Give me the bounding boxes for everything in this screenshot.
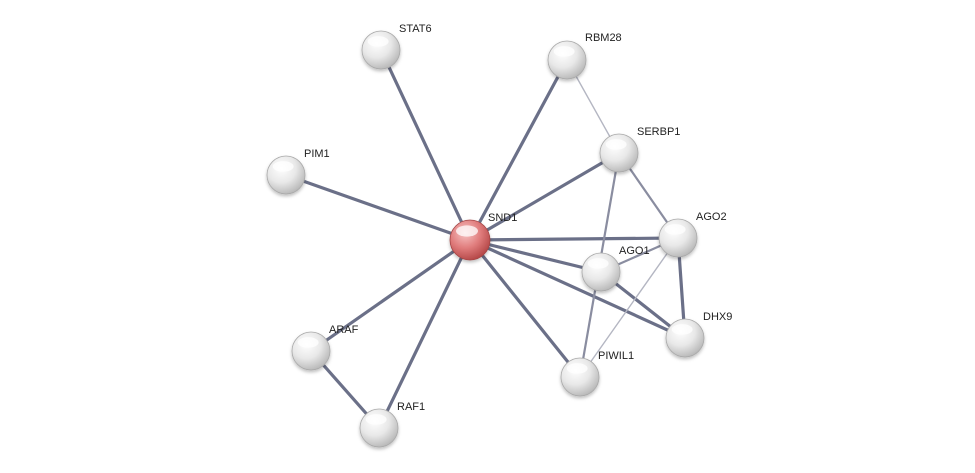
- node-label-raf1: RAF1: [397, 401, 425, 413]
- node-snd1[interactable]: SND1: [449, 212, 517, 261]
- node-serbp1[interactable]: SERBP1: [599, 126, 680, 173]
- node-ago1[interactable]: AGO1: [581, 245, 650, 292]
- edge-snd1-pim1[interactable]: [284, 173, 472, 242]
- node-label-stat6: STAT6: [399, 23, 432, 35]
- node-piwil1[interactable]: PIWIL1: [560, 350, 634, 397]
- edge-ago2-piwil1[interactable]: [579, 237, 679, 378]
- node-araf[interactable]: ARAF: [291, 324, 359, 371]
- node-dhx9[interactable]: DHX9: [665, 311, 732, 358]
- edge-snd1-ago1[interactable]: [468, 238, 603, 274]
- node-highlight: [365, 414, 387, 425]
- edge-snd1-serbp1[interactable]: [468, 151, 621, 242]
- node-pim1[interactable]: PIM1: [266, 148, 330, 195]
- node-highlight: [367, 36, 389, 47]
- node-label-araf: ARAF: [329, 324, 359, 336]
- node-highlight: [566, 363, 588, 374]
- node-ago2[interactable]: AGO2: [658, 211, 727, 258]
- edge-snd1-dhx9[interactable]: [468, 238, 687, 340]
- node-highlight: [605, 139, 627, 150]
- node-label-snd1: SND1: [488, 212, 517, 224]
- node-highlight: [297, 337, 319, 348]
- node-label-ago1: AGO1: [619, 245, 650, 257]
- node-rbm28[interactable]: RBM28: [547, 32, 622, 80]
- edge-snd1-ago2[interactable]: [468, 236, 680, 242]
- node-highlight: [272, 161, 294, 172]
- edge-snd1-araf[interactable]: [309, 238, 472, 353]
- node-label-ago2: AGO2: [696, 211, 727, 223]
- edge-snd1-rbm28[interactable]: [468, 58, 569, 242]
- node-stat6[interactable]: STAT6: [361, 23, 432, 70]
- node-label-serbp1: SERBP1: [637, 126, 680, 138]
- node-highlight: [553, 46, 575, 57]
- node-label-rbm28: RBM28: [585, 32, 622, 44]
- node-raf1[interactable]: RAF1: [359, 401, 425, 448]
- node-highlight: [587, 258, 609, 269]
- node-highlight: [456, 225, 478, 237]
- node-highlight: [671, 324, 693, 335]
- edge-snd1-raf1[interactable]: [377, 238, 472, 430]
- node-highlight: [664, 224, 686, 235]
- node-label-pim1: PIM1: [304, 148, 330, 160]
- node-label-piwil1: PIWIL1: [598, 350, 634, 362]
- edge-snd1-piwil1[interactable]: [468, 238, 582, 379]
- node-label-dhx9: DHX9: [703, 311, 732, 323]
- edge-snd1-stat6[interactable]: [379, 48, 472, 242]
